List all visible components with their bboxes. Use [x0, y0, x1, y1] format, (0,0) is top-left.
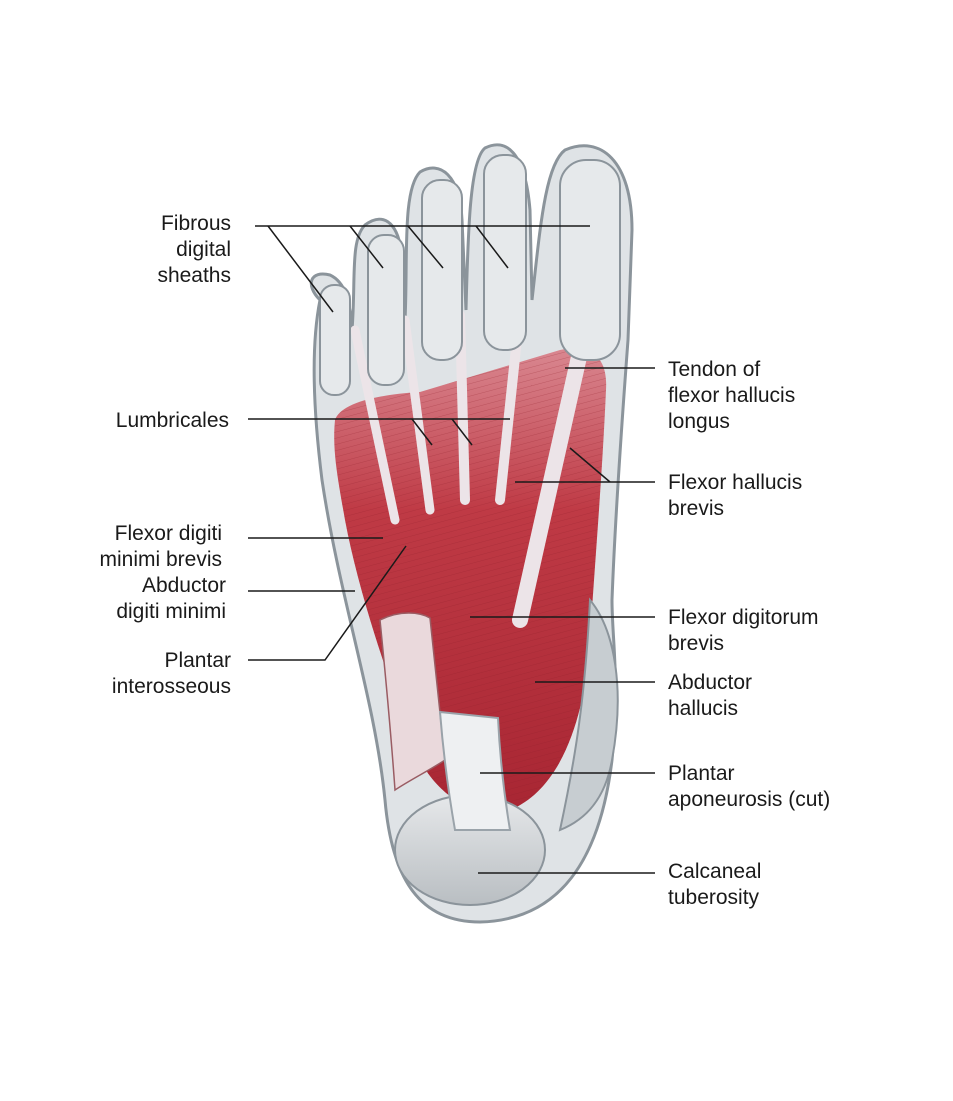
label-fibrous-digital-sheaths: Fibrous digital sheaths: [157, 212, 231, 287]
label-tendon-flexor-hallucis-longus: Tendon of flexor hallucis longus: [668, 358, 796, 433]
label-plantar-aponeurosis-cut: Plantar aponeurosis (cut): [668, 762, 831, 811]
label-lumbricales: Lumbricales: [115, 409, 229, 432]
toe-sheaths: [319, 154, 621, 396]
label-calcaneal-tuberosity: Calcaneal tuberosity: [668, 860, 762, 909]
label-flexor-hallucis-brevis: Flexor hallucis brevis: [668, 471, 803, 520]
label-flexor-digitorum-brevis: Flexor digitorum brevis: [668, 606, 819, 655]
leader-lines: [248, 225, 655, 874]
label-flexor-digiti-minimi-brevis: Flexor digiti minimi brevis: [99, 522, 222, 571]
label-abductor-digiti-minimi: Abductor digiti minimi: [116, 574, 226, 623]
plantar-aponeurosis-stump: [438, 710, 512, 831]
plantar-interosseous-area: [379, 612, 446, 792]
label-plantar-interosseous: Plantar interosseous: [111, 649, 231, 698]
label-abductor-hallucis: Abductor hallucis: [668, 671, 753, 720]
